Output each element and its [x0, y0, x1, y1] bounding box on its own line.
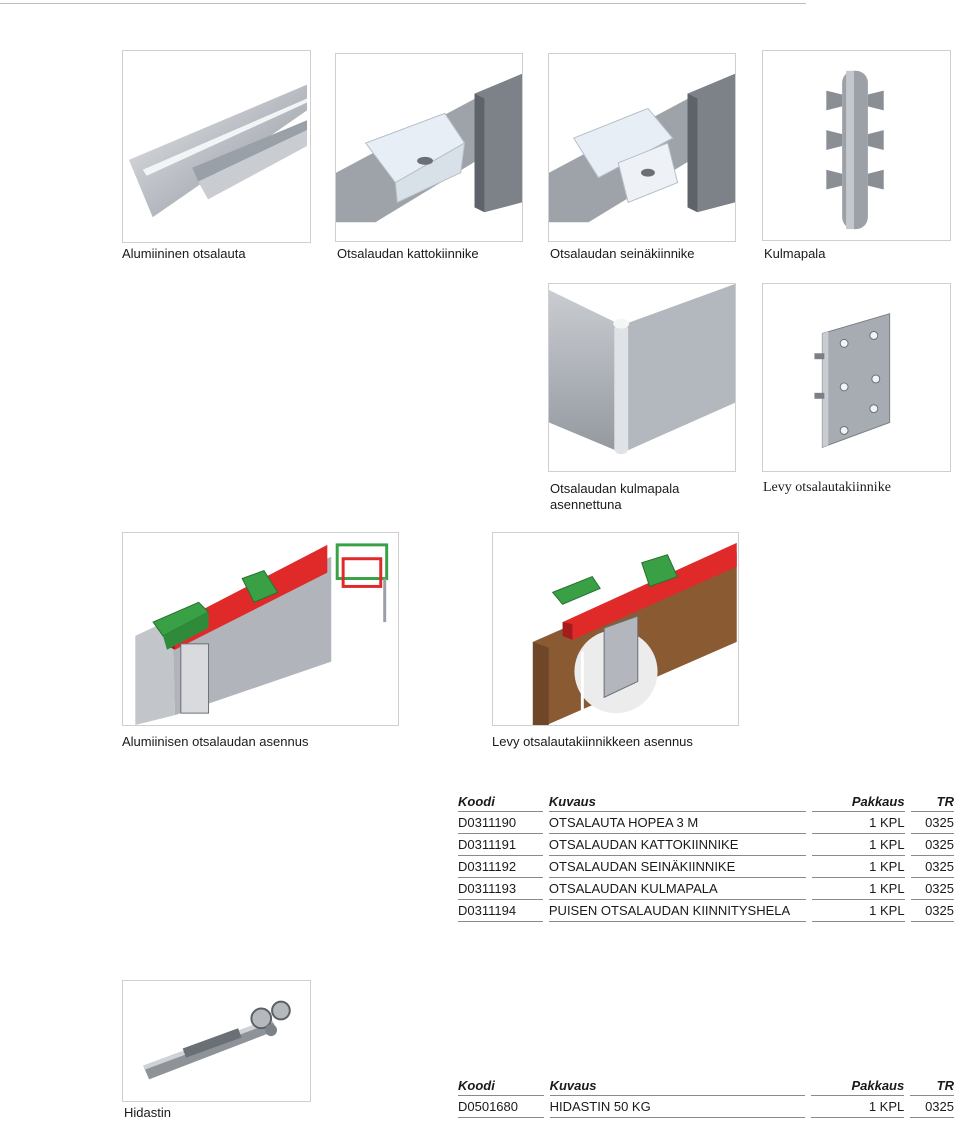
cell-code: D0501680 — [458, 1096, 544, 1118]
cell-package: 1 KPL — [812, 856, 905, 878]
cell-code: D0311190 — [458, 812, 543, 834]
aluminium-installation-image — [135, 543, 389, 725]
cell-code: D0311193 — [458, 878, 543, 900]
cell-code: D0311194 — [458, 900, 543, 922]
cell-description: OTSALAUDAN KULMAPALA — [548, 878, 807, 900]
ceiling-bracket-image — [336, 54, 522, 241]
cell-description: OTSALAUTA HOPEA 3 M — [548, 812, 807, 834]
damper-table: Koodi Kuvaus Pakkaus TR D0501680 HIDASTI… — [452, 1075, 960, 1118]
corner-piece-image — [826, 70, 884, 230]
diagram-plate-installation — [492, 532, 739, 726]
cell-tr: 0325 — [910, 856, 954, 878]
corner-installed-image — [549, 284, 735, 455]
header-code: Koodi — [458, 791, 543, 812]
cell-tr: 0325 — [910, 900, 954, 922]
caption-corner-installed-1: Otsalaudan kulmapala — [550, 481, 680, 496]
top-rule — [0, 3, 806, 4]
table-header-row: Koodi Kuvaus Pakkaus TR — [458, 1075, 954, 1096]
cell-description: OTSALAUDAN KATTOKIINNIKE — [548, 834, 807, 856]
photo-damper — [122, 980, 311, 1102]
cell-description: PUISEN OTSALAUDAN KIINNITYSHELA — [548, 900, 807, 922]
table-row: D0501680 HIDASTIN 50 KG 1 KPL 0325 — [458, 1096, 954, 1118]
caption-corner-installed-2: asennettuna — [550, 497, 622, 512]
photo-corner-installed — [548, 283, 736, 472]
header-tr: TR — [910, 791, 954, 812]
cell-tr: 0325 — [910, 878, 954, 900]
photo-aluminium-fascia — [122, 50, 311, 243]
wall-bracket-image — [549, 54, 735, 241]
cell-package: 1 KPL — [812, 812, 905, 834]
caption-damper: Hidastin — [124, 1105, 171, 1120]
cell-package: 1 KPL — [812, 900, 905, 922]
cell-description: OTSALAUDAN SEINÄKIINNIKE — [548, 856, 807, 878]
damper-image — [143, 1000, 291, 1080]
cell-tr: 0325 — [910, 812, 954, 834]
caption-aluminium-installation: Alumiinisen otsalaudan asennus — [122, 734, 309, 749]
caption-wall-bracket: Otsalaudan seinäkiinnike — [550, 246, 695, 261]
table-row: D0311193 OTSALAUDAN KULMAPALA 1 KPL 0325 — [458, 878, 954, 900]
photo-corner-piece — [762, 50, 951, 241]
caption-ceiling-bracket: Otsalaudan kattokiinnike — [337, 246, 479, 261]
cell-package: 1 KPL — [812, 834, 905, 856]
header-code: Koodi — [458, 1075, 544, 1096]
cell-package: 1 KPL — [810, 1096, 905, 1118]
cell-package: 1 KPL — [812, 878, 905, 900]
cell-code: D0311192 — [458, 856, 543, 878]
product-table: Koodi Kuvaus Pakkaus TR D0311190 OTSALAU… — [452, 791, 960, 922]
aluminium-fascia-image — [128, 84, 308, 218]
photo-plate-bracket — [762, 283, 951, 472]
header-description: Kuvaus — [548, 791, 807, 812]
table-header-row: Koodi Kuvaus Pakkaus TR — [458, 791, 954, 812]
photo-wall-bracket — [548, 53, 736, 242]
cell-tr: 0325 — [910, 834, 954, 856]
header-tr: TR — [910, 1075, 954, 1096]
table-row: D0311191 OTSALAUDAN KATTOKIINNIKE 1 KPL … — [458, 834, 954, 856]
table-row: D0311190 OTSALAUTA HOPEA 3 M 1 KPL 0325 — [458, 812, 954, 834]
cell-tr: 0325 — [910, 1096, 954, 1118]
caption-plate-installation: Levy otsalautakiinnikkeen asennus — [492, 734, 693, 749]
diagram-aluminium-installation — [122, 532, 399, 726]
plate-installation-image — [532, 542, 737, 725]
table-row: D0311192 OTSALAUDAN SEINÄKIINNIKE 1 KPL … — [458, 856, 954, 878]
caption-plate-bracket: Levy otsalautakiinnike — [763, 480, 891, 495]
header-description: Kuvaus — [549, 1075, 805, 1096]
photo-ceiling-bracket — [335, 53, 523, 242]
header-package: Pakkaus — [812, 791, 905, 812]
table-row: D0311194 PUISEN OTSALAUDAN KIINNITYSHELA… — [458, 900, 954, 922]
caption-corner-piece: Kulmapala — [764, 246, 826, 261]
header-package: Pakkaus — [810, 1075, 905, 1096]
caption-aluminium-fascia: Alumiininen otsalauta — [122, 246, 246, 261]
cell-description: HIDASTIN 50 KG — [549, 1096, 805, 1118]
cell-code: D0311191 — [458, 834, 543, 856]
plate-bracket-image — [814, 313, 891, 448]
